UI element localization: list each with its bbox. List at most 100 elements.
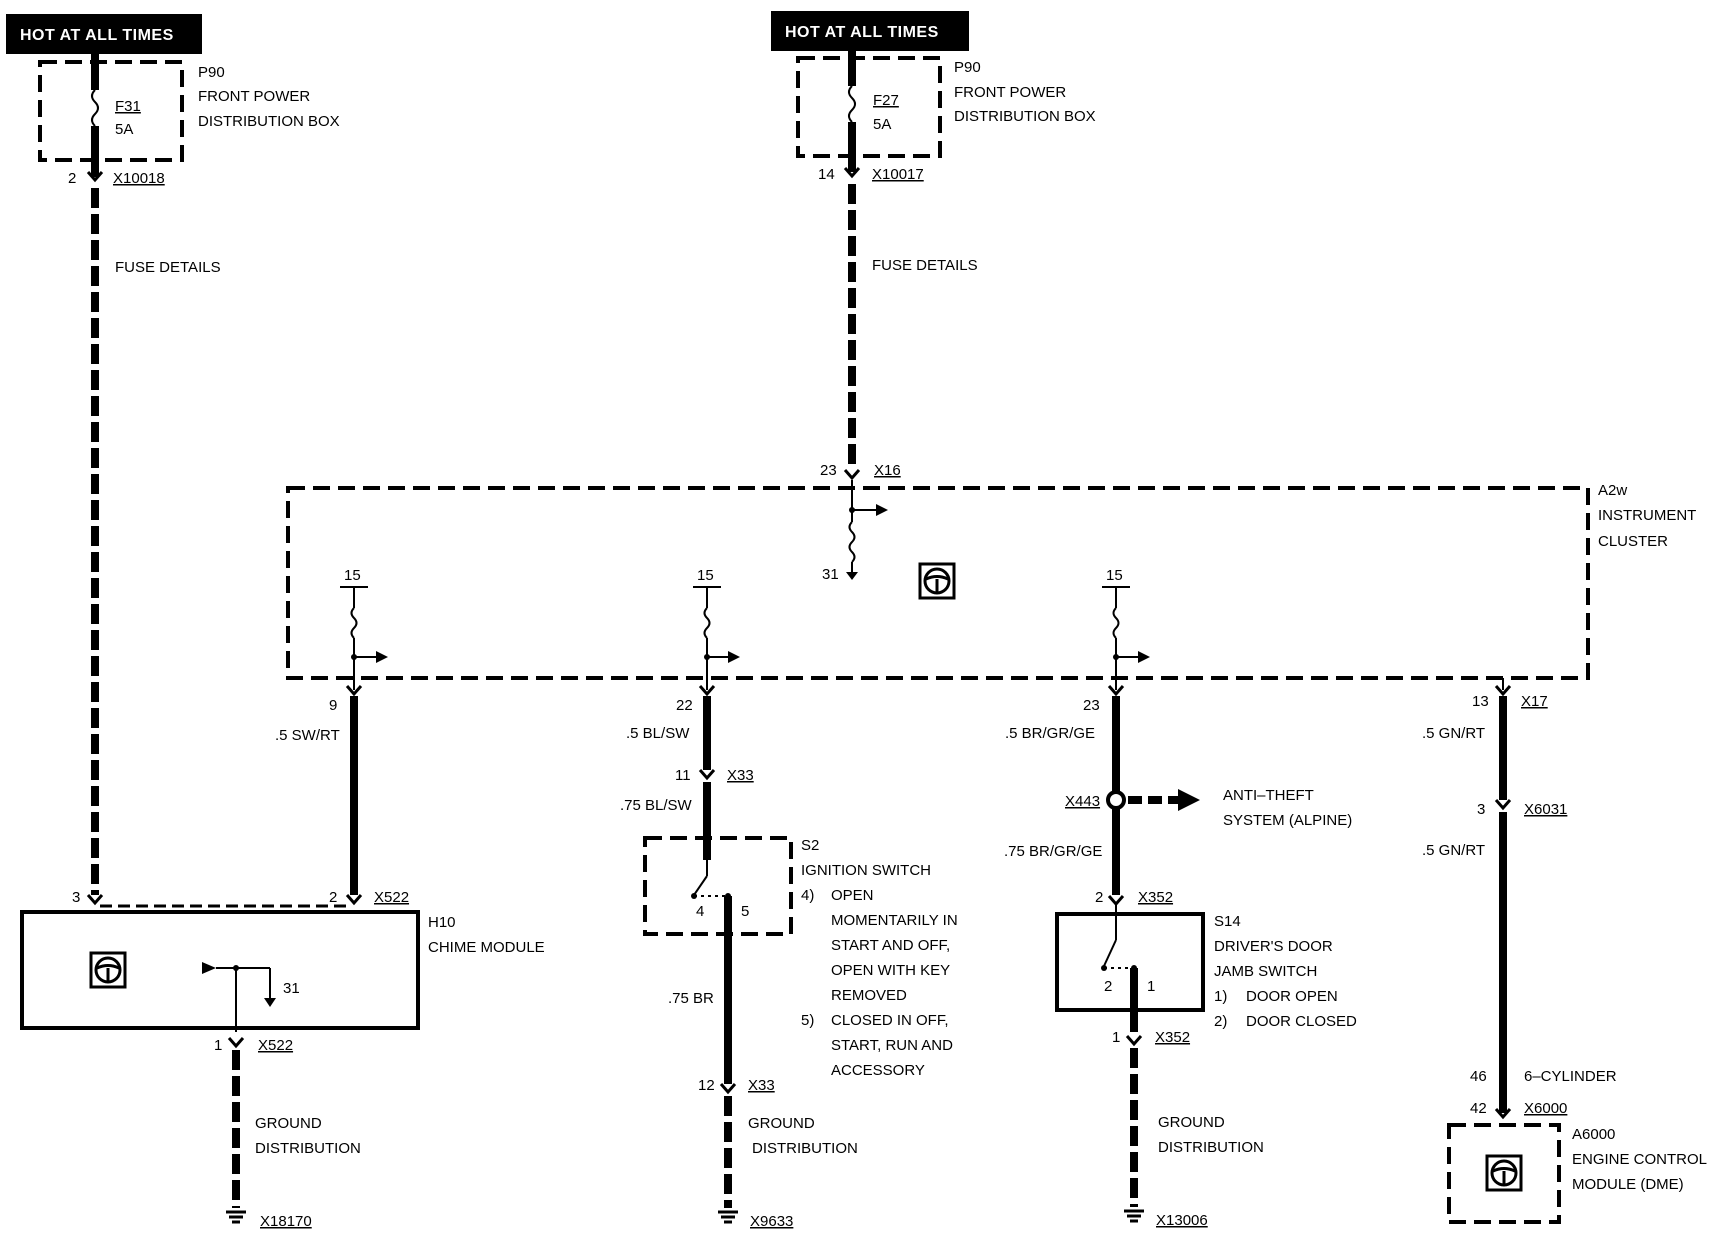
ignition-note-4-line-2: MOMENTARILY IN — [831, 912, 958, 929]
ground-3-label-1: GROUND — [1158, 1114, 1225, 1131]
cluster-in-pin: 23 — [820, 462, 837, 479]
cluster-out-pin-2: 22 — [676, 697, 693, 714]
steering-wheel-icon — [918, 562, 956, 600]
anti-theft-label-2: SYSTEM (ALPINE) — [1223, 812, 1352, 829]
instrument-cluster-box — [286, 486, 1590, 680]
ecm-box — [1447, 1123, 1561, 1224]
ignition-note-5-num: 5) — [801, 1012, 814, 1029]
chime-out-pin: 1 — [214, 1037, 222, 1054]
fuse-right-box-id: P90 — [954, 59, 981, 76]
chime-pin-in-b: 2 — [329, 889, 337, 906]
ground-1-label-2: DISTRIBUTION — [255, 1140, 361, 1157]
door-contact-a: 2 — [1104, 978, 1112, 995]
ecm-pin-b: 42 — [1470, 1100, 1487, 1117]
fuse-right-connector: X10017 — [872, 166, 924, 183]
ecm-variant: 6–CYLINDER — [1524, 1068, 1617, 1085]
ecm-variant-pin: 46 — [1470, 1068, 1487, 1085]
door-name-2: JAMB SWITCH — [1214, 963, 1317, 980]
chime-connector-in: X522 — [374, 889, 409, 906]
fuse-right-rating: 5A — [873, 116, 891, 133]
ecm-connector-b: X6000 — [1524, 1100, 1567, 1117]
chime-pin-in-a: 3 — [72, 889, 80, 906]
fuse-right-note: FUSE DETAILS — [872, 257, 978, 274]
cluster-int-pin-2: 15 — [697, 567, 714, 584]
fuse-left-id: F31 — [115, 98, 141, 115]
cluster-int-pin-3: 15 — [1106, 567, 1123, 584]
ground-2-label-1: GROUND — [748, 1115, 815, 1132]
door-name-1: DRIVER'S DOOR — [1214, 938, 1333, 955]
fuse-icon — [91, 89, 99, 127]
chime-name: CHIME MODULE — [428, 939, 545, 956]
door-option-1-num: 1) — [1214, 988, 1227, 1005]
fuse-right-box-name-1: FRONT POWER — [954, 84, 1066, 101]
ignition-contact-a: 4 — [696, 903, 704, 920]
ignition-note-5-line-1: CLOSED IN OFF, — [831, 1012, 949, 1029]
fuse-left-rating: 5A — [115, 121, 133, 138]
fuse-left-box-id: P90 — [198, 64, 225, 81]
ground-3-point: X13006 — [1156, 1212, 1208, 1229]
ecm-pin-a: 3 — [1477, 801, 1485, 818]
fuse-left-box-name-2: DISTRIBUTION BOX — [198, 113, 340, 130]
door-option-2: DOOR CLOSED — [1246, 1013, 1357, 1030]
ground-1-point: X18170 — [260, 1213, 312, 1230]
cluster-name-2: CLUSTER — [1598, 533, 1668, 550]
ignition-in-pin: 11 — [675, 767, 691, 784]
ignition-name: IGNITION SWITCH — [801, 862, 931, 879]
anti-theft-splice — [1106, 790, 1126, 810]
cluster-out-pin-4: 13 — [1472, 693, 1489, 710]
cluster-id: A2w — [1598, 482, 1627, 499]
ignition-id: S2 — [801, 837, 819, 854]
ecm-name-1: ENGINE CONTROL — [1572, 1151, 1707, 1168]
fuse-right-id: F27 — [873, 92, 899, 109]
door-option-2-num: 2) — [1214, 1013, 1227, 1030]
cluster-in-connector: X16 — [874, 462, 901, 479]
anti-theft-arrow — [1178, 789, 1200, 811]
chime-id: H10 — [428, 914, 456, 931]
cluster-out-pin-3: 23 — [1083, 697, 1100, 714]
fuse-right-pin: 14 — [818, 166, 835, 183]
ground-2-point: X9633 — [750, 1213, 793, 1230]
wire-2b-label: .75 BL/SW — [620, 797, 693, 814]
fuse-left-pin: 2 — [68, 170, 76, 187]
cluster-ground-pin: 31 — [822, 566, 839, 583]
ecm-id: A6000 — [1572, 1126, 1615, 1143]
door-contact-b: 1 — [1147, 978, 1155, 995]
fuse-box-right — [796, 56, 942, 158]
ground-icon — [224, 1210, 248, 1224]
fuse-left-connector: X10018 — [113, 170, 165, 187]
hot-banner-left-text: HOT AT ALL TIMES — [20, 27, 174, 44]
wire-3-label: .5 BR/GR/GE — [1005, 725, 1095, 742]
arrow-right-icon — [876, 504, 888, 516]
ignition-note-4-line-5: REMOVED — [831, 987, 907, 1004]
ecm-connector-a: X6031 — [1524, 801, 1567, 818]
ignition-note-4-num: 4) — [801, 887, 814, 904]
wire-2c-label: .75 BR — [668, 990, 714, 1007]
door-option-1: DOOR OPEN — [1246, 988, 1338, 1005]
ignition-contact-b: 5 — [741, 903, 749, 920]
wire-3b-label: .75 BR/GR/GE — [1004, 843, 1102, 860]
wire-4b-label: .5 GN/RT — [1422, 842, 1485, 859]
ignition-note-4-line-4: OPEN WITH KEY — [831, 962, 950, 979]
ground-3-label-2: DISTRIBUTION — [1158, 1139, 1264, 1156]
chime-module-box — [20, 910, 420, 1030]
door-in-connector: X352 — [1138, 889, 1173, 906]
wire-4-label: .5 GN/RT — [1422, 725, 1485, 742]
ground-2-label-2: DISTRIBUTION — [752, 1140, 858, 1157]
cluster-int-pin-1: 15 — [344, 567, 361, 584]
ground-1-label-1: GROUND — [255, 1115, 322, 1132]
ignition-out-connector: X33 — [748, 1077, 775, 1094]
ignition-note-5-line-3: ACCESSORY — [831, 1062, 925, 1079]
chime-internal-ground-pin: 31 — [283, 980, 300, 997]
hot-banner-left — [6, 14, 202, 54]
cluster-name-1: INSTRUMENT — [1598, 507, 1696, 524]
ignition-switch-box — [643, 836, 793, 936]
wire-1-label: .5 SW/RT — [275, 727, 340, 744]
cluster-out-connector: X17 — [1521, 693, 1548, 710]
fuse-right-box-name-2: DISTRIBUTION BOX — [954, 108, 1096, 125]
ignition-note-4-line-1: OPEN — [831, 887, 874, 904]
wire-2-label: .5 BL/SW — [626, 725, 690, 742]
hot-banner-right — [771, 11, 969, 51]
anti-theft-label-1: ANTI–THEFT — [1223, 787, 1314, 804]
chime-out-connector: X522 — [258, 1037, 293, 1054]
ignition-in-connector: X33 — [727, 767, 754, 784]
